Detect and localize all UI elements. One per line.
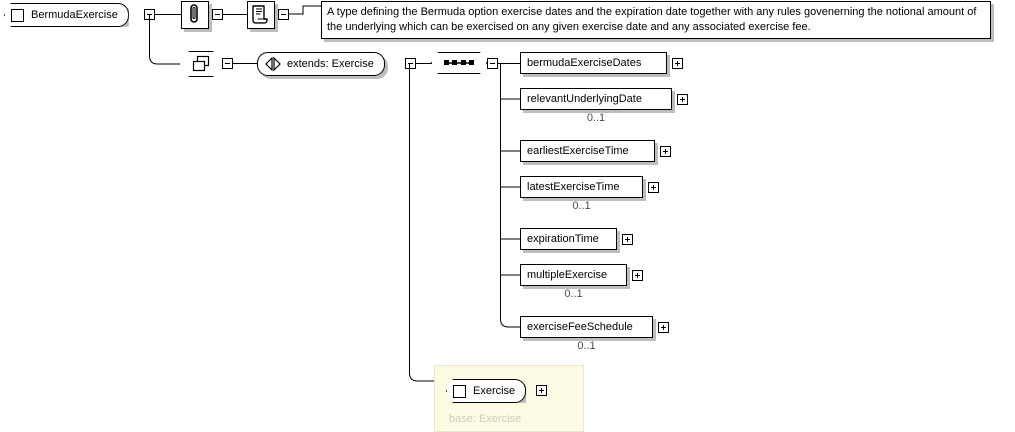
complex-content-expander[interactable] [222, 58, 233, 69]
base-type-node-label: Exercise [473, 384, 516, 397]
child-element-box[interactable]: multipleExercise [520, 264, 627, 286]
child-expander[interactable] [660, 146, 671, 157]
annotation-paperclip-icon[interactable] [181, 1, 209, 29]
connector-complexcontent-to-extension [233, 63, 257, 64]
child-element-label: bermudaExerciseDates [527, 57, 642, 69]
connector-annotation-to-documentation [223, 14, 247, 15]
connector-extension-to-base-type [409, 63, 443, 382]
paperclip-glyph [190, 4, 198, 23]
base-type-caption: base: Exercise [449, 413, 522, 425]
base-type-expander[interactable] [536, 385, 547, 396]
complex-content-squares-icon [192, 55, 210, 72]
child-expander[interactable] [622, 234, 633, 245]
annotation-expander[interactable] [212, 9, 223, 20]
child-element-label: latestExerciseTime [527, 181, 620, 193]
extension-triangles-icon [265, 57, 281, 71]
element-square-icon [453, 384, 466, 398]
child-element-label: exerciseFeeSchedule [527, 321, 633, 333]
child-cardinality: 0..1 [564, 288, 583, 300]
extension-label: extends: Exercise [287, 57, 374, 70]
sequence-dots-icon [444, 60, 474, 65]
child-element-box[interactable]: relevantUnderlyingDate [520, 88, 672, 110]
child-element-box[interactable]: expirationTime [520, 228, 617, 250]
child-expander[interactable] [672, 58, 683, 69]
child-expander[interactable] [658, 322, 669, 333]
connector-documentation-to-annotation-panel [289, 5, 321, 15]
child-element-label: relevantUnderlyingDate [527, 93, 642, 105]
connector-root-to-complex-content [149, 14, 179, 65]
child-expander[interactable] [632, 270, 643, 281]
annotation-text-panel: A type defining the Bermuda option exerc… [321, 1, 991, 39]
child-element-label: multipleExercise [527, 269, 608, 281]
root-element-bermuda-exercise[interactable]: BermudaExercise [4, 3, 129, 27]
child-element-box[interactable]: bermudaExerciseDates [520, 52, 667, 74]
child-element-box[interactable]: earliestExerciseTime [520, 140, 655, 162]
extension-expander[interactable] [405, 58, 416, 69]
child-cardinality: 0..1 [577, 340, 596, 352]
child-expander[interactable] [677, 94, 688, 105]
complex-content-node[interactable] [179, 51, 226, 80]
connector-sequence-to-child-1 [498, 63, 520, 64]
child-element-label: expirationTime [527, 233, 599, 245]
annotation-text: A type defining the Bermuda option exerc… [327, 6, 977, 33]
child-cardinality: 0..1 [586, 112, 606, 124]
scroll-glyph [252, 5, 268, 24]
base-type-element-node[interactable]: Exercise [446, 379, 527, 403]
connector-extension-to-sequence [416, 63, 433, 64]
child-expander[interactable] [648, 182, 659, 193]
documentation-scroll-icon[interactable] [247, 1, 275, 29]
root-element-label: BermudaExercise [31, 8, 118, 21]
documentation-expander[interactable] [278, 9, 289, 20]
child-element-box[interactable]: exerciseFeeSchedule [520, 316, 653, 338]
element-square-icon [11, 8, 24, 22]
connector-child-trunk [500, 63, 520, 328]
extension-node[interactable]: extends: Exercise [257, 52, 385, 76]
child-cardinality: 0..1 [572, 200, 591, 212]
child-element-box[interactable]: latestExerciseTime [520, 176, 643, 198]
connector-root-to-annotation [155, 14, 181, 15]
sequence-expander[interactable] [487, 58, 498, 69]
sequence-compositor-node[interactable] [431, 52, 490, 77]
child-element-label: earliestExerciseTime [527, 145, 629, 157]
